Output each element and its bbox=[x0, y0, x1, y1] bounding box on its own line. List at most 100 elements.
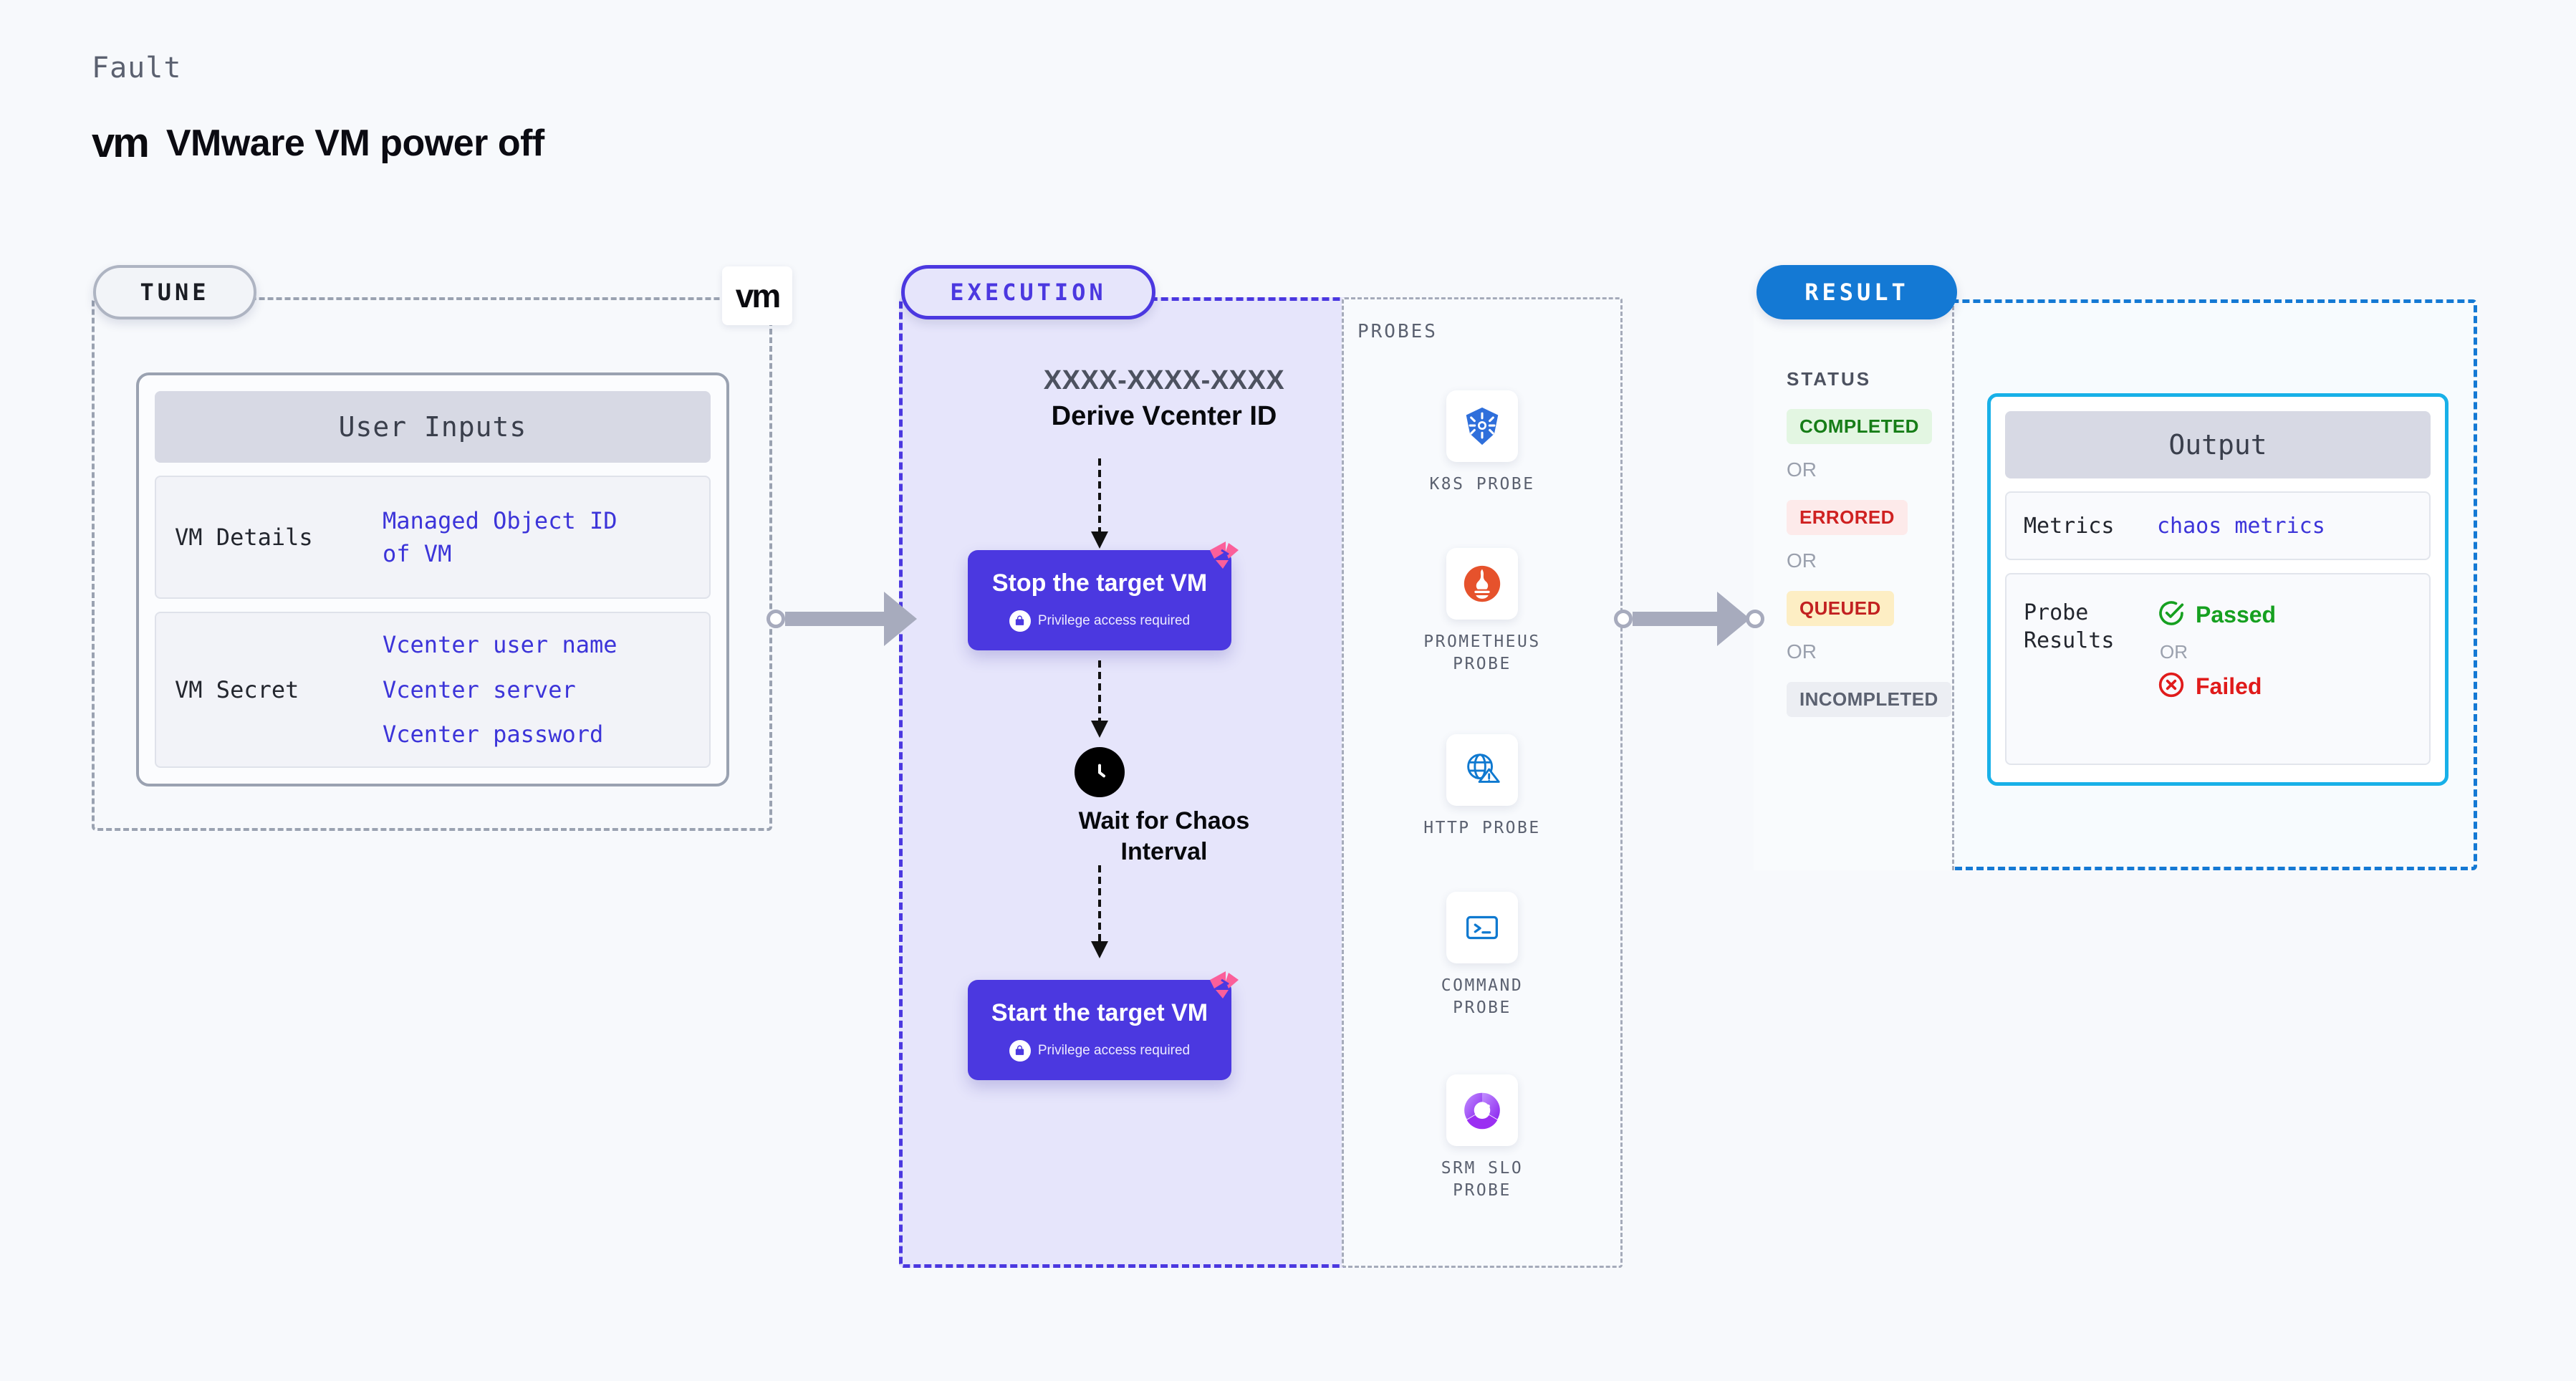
probe-result-passed: Passed bbox=[2157, 599, 2276, 631]
metrics-key: Metrics bbox=[2024, 513, 2115, 539]
connector-arrowhead bbox=[1717, 592, 1750, 646]
connector-dot bbox=[766, 610, 785, 628]
tune-tag: TUNE bbox=[93, 265, 256, 319]
probe-item-command[interactable]: COMMAND PROBE bbox=[1342, 892, 1623, 1019]
list-item: Vcenter user name bbox=[383, 631, 617, 659]
output-title: Output bbox=[2005, 411, 2431, 478]
page-title: VMware VM power off bbox=[165, 122, 544, 164]
page-eyebrow: Fault bbox=[92, 52, 182, 85]
step-title: Start the target VM bbox=[991, 999, 1208, 1026]
arrow-line bbox=[1098, 865, 1101, 943]
tune-panel bbox=[92, 297, 772, 831]
clock-icon bbox=[1075, 747, 1125, 797]
wait-label-line2: Interval bbox=[1120, 837, 1208, 865]
arrow-tip bbox=[1091, 941, 1108, 958]
passed-label: Passed bbox=[2196, 602, 2277, 627]
table-row: Probe Results Passed OR bbox=[2005, 573, 2431, 765]
privilege-text: Privilege access required bbox=[1037, 612, 1191, 628]
check-circle-icon bbox=[2157, 599, 2186, 631]
connector-line bbox=[1633, 612, 1719, 626]
list-item: of VM bbox=[383, 540, 452, 567]
vm-secret-values: Vcenter user name Vcenter server Vcenter… bbox=[383, 622, 617, 756]
status-badge-incompleted: INCOMPLETED bbox=[1787, 682, 1951, 717]
vm-secret-key: VM Secret bbox=[175, 676, 299, 703]
probe-results-key: Probe Results bbox=[2024, 599, 2157, 655]
table-row: Metrics chaos metrics bbox=[2005, 491, 2431, 560]
probe-label-line2: PROBE bbox=[1453, 1181, 1512, 1200]
probe-label-line2: PROBE bbox=[1453, 655, 1512, 674]
probe-item-prometheus[interactable]: PROMETHEUS PROBE bbox=[1342, 548, 1623, 675]
probe-label: SRM SLO PROBE bbox=[1441, 1158, 1523, 1202]
probe-label: COMMAND PROBE bbox=[1441, 975, 1523, 1019]
probe-label: PROMETHEUS PROBE bbox=[1423, 631, 1540, 675]
http-globe-icon bbox=[1446, 734, 1518, 806]
probe-result-or: OR bbox=[2160, 641, 2188, 663]
srm-slo-icon bbox=[1446, 1074, 1518, 1146]
start-target-vm-step[interactable]: Start the target VM Privilege access req… bbox=[968, 971, 1239, 1080]
probe-label-line1: HTTP PROBE bbox=[1423, 819, 1541, 837]
metrics-value[interactable]: chaos metrics bbox=[2157, 513, 2325, 539]
lock-icon bbox=[1009, 610, 1031, 632]
connector-line bbox=[785, 612, 885, 626]
status-badge-queued: QUEUED bbox=[1787, 591, 1894, 626]
chaos-badge-icon bbox=[1204, 964, 1244, 1004]
prometheus-icon bbox=[1446, 548, 1518, 620]
probe-item-srm-slo[interactable]: SRM SLO PROBE bbox=[1342, 1074, 1623, 1202]
status-column: STATUS COMPLETED OR ERRORED OR QUEUED OR… bbox=[1754, 299, 1954, 870]
probe-label-line1: SRM SLO bbox=[1441, 1159, 1524, 1178]
flow-arrow-stop-to-wait bbox=[1091, 660, 1108, 738]
probe-label: K8S PROBE bbox=[1429, 473, 1534, 496]
user-inputs-title: User Inputs bbox=[155, 391, 711, 463]
lock-icon bbox=[1009, 1039, 1031, 1062]
probe-results-values: Passed OR Failed bbox=[2157, 599, 2276, 703]
list-item: Vcenter server bbox=[383, 675, 576, 703]
vmware-badge-icon: vm bbox=[722, 266, 792, 325]
probe-label: HTTP PROBE bbox=[1423, 817, 1540, 839]
wait-for-chaos-interval-step: Wait for Chaos Interval bbox=[899, 806, 1429, 867]
list-item: Vcenter password bbox=[383, 721, 604, 749]
terminal-icon bbox=[1446, 892, 1518, 963]
connector-arrowhead bbox=[884, 592, 917, 646]
stop-target-vm-step[interactable]: Stop the target VM Privilege access requ… bbox=[968, 542, 1239, 650]
privilege-text: Privilege access required bbox=[1037, 1042, 1191, 1058]
status-or: OR bbox=[1787, 458, 1817, 481]
privilege-note: Privilege access required bbox=[1009, 610, 1190, 632]
arrow-line bbox=[1098, 458, 1101, 533]
flow-arrow-wait-to-start bbox=[1091, 865, 1108, 958]
output-card: Output Metrics chaos metrics Probe Resul… bbox=[1987, 393, 2448, 786]
table-row: VM Secret Vcenter user name Vcenter serv… bbox=[155, 612, 711, 768]
step-title: Stop the target VM bbox=[991, 569, 1208, 597]
arrow-tip bbox=[1091, 531, 1108, 549]
status-or: OR bbox=[1787, 640, 1817, 663]
probe-results-key-line2: Results bbox=[2024, 628, 2115, 653]
status-or: OR bbox=[1787, 549, 1817, 572]
flow-arrow-derive-to-stop bbox=[1091, 458, 1108, 549]
connector-dot bbox=[1614, 610, 1633, 628]
vm-details-key: VM Details bbox=[175, 524, 313, 551]
x-circle-icon bbox=[2157, 670, 2186, 703]
vm-details-values: Managed Object ID of VM bbox=[383, 504, 617, 571]
probe-item-k8s[interactable]: K8S PROBE bbox=[1342, 390, 1623, 496]
derive-vcenter-id-step: Derive Vcenter ID bbox=[1051, 401, 1277, 431]
probes-label: PROBES bbox=[1357, 321, 1438, 342]
kubernetes-icon bbox=[1446, 390, 1518, 462]
failed-label: Failed bbox=[2196, 673, 2262, 699]
user-inputs-card: User Inputs VM Details Managed Object ID… bbox=[136, 372, 729, 786]
probes-to-result-arrow bbox=[1614, 592, 1764, 646]
list-item: Managed Object ID bbox=[383, 506, 617, 534]
result-tag: RESULT bbox=[1756, 265, 1957, 319]
tune-to-execution-arrow bbox=[766, 592, 917, 646]
probe-result-failed: Failed bbox=[2157, 670, 2276, 703]
status-heading: STATUS bbox=[1787, 368, 1872, 390]
status-badge-errored: ERRORED bbox=[1787, 500, 1908, 535]
arrow-line bbox=[1098, 660, 1101, 722]
chaos-run-id: XXXX-XXXX-XXXX bbox=[1043, 365, 1285, 395]
privilege-note: Privilege access required bbox=[1009, 1039, 1191, 1062]
probe-results-key-line1: Probe bbox=[2024, 600, 2089, 625]
execution-tag: EXECUTION bbox=[901, 265, 1155, 319]
probe-item-http[interactable]: HTTP PROBE bbox=[1342, 734, 1623, 839]
probe-label-line1: PROMETHEUS bbox=[1423, 632, 1541, 651]
connector-dot bbox=[1746, 610, 1764, 628]
status-badge-completed: COMPLETED bbox=[1787, 409, 1932, 444]
